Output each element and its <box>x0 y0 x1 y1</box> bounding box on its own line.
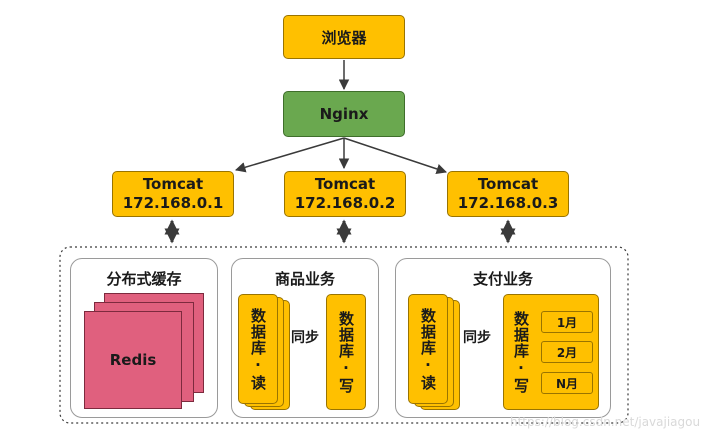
watermark: https://blog.csdn.net/javajiagou <box>510 415 701 429</box>
month-box-1: 1月 <box>541 311 593 333</box>
redis-label: Redis <box>109 351 157 369</box>
arrow-nginx-tomcat-1 <box>234 137 345 173</box>
goods-db-read-node: 数据库·读 <box>238 294 278 404</box>
payment-db-read-label: 数据库·读 <box>419 307 437 391</box>
goods-db-write-label: 数据库·写 <box>337 310 355 394</box>
tomcat-node-2: Tomcat 172.168.0.2 <box>284 171 406 217</box>
arrow-nginx-tomcat-3 <box>343 137 447 174</box>
tomcat-ip: 172.168.0.3 <box>457 194 559 212</box>
payment-db-read-node: 数据库·读 <box>408 294 448 404</box>
services-container <box>59 246 629 424</box>
payment-title: 支付业务 <box>472 270 533 288</box>
tomcat-ip: 172.168.0.2 <box>294 194 396 212</box>
goods-db-write-node: 数据库·写 <box>326 294 366 410</box>
tomcat-ip: 172.168.0.1 <box>122 194 224 212</box>
tomcat-node-1: Tomcat 172.168.0.1 <box>112 171 234 217</box>
tomcat-name: Tomcat <box>314 175 376 193</box>
payment-db-write-label: 数据库·写 <box>512 310 530 394</box>
redis-node: Redis <box>84 311 182 409</box>
browser-label: 浏览器 <box>321 28 367 47</box>
month-box-n: N月 <box>541 372 593 394</box>
tomcat-node-3: Tomcat 172.168.0.3 <box>447 171 569 217</box>
goods-title: 商品业务 <box>274 270 335 288</box>
nginx-label: Nginx <box>319 105 369 123</box>
payment-sync-label: 同步 <box>463 330 491 346</box>
cache-panel: 分布式缓存 Redis <box>70 258 218 418</box>
tomcat-name: Tomcat <box>142 175 204 193</box>
browser-node: 浏览器 <box>283 15 405 59</box>
nginx-node: Nginx <box>283 91 405 137</box>
tomcat-name: Tomcat <box>477 175 539 193</box>
goods-sync-label: 同步 <box>291 330 319 346</box>
cache-title: 分布式缓存 <box>106 270 182 288</box>
month-box-2: 2月 <box>541 341 593 363</box>
goods-db-read-label: 数据库·读 <box>249 307 267 391</box>
